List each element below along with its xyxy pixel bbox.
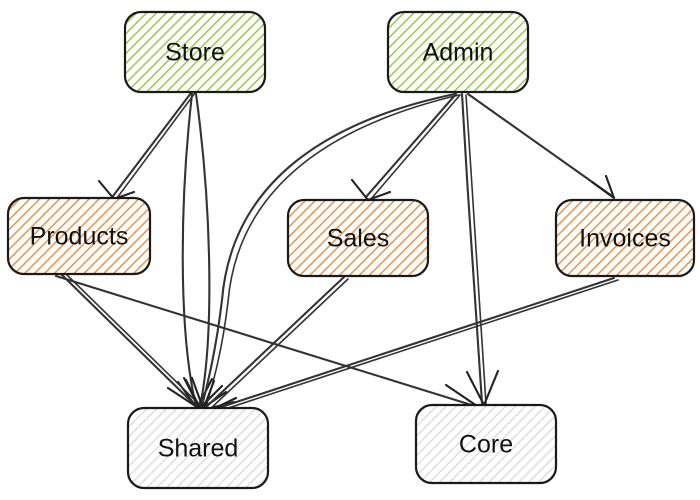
edge-admin-core [460,92,500,407]
node-core[interactable]: Core [414,403,558,485]
node-admin[interactable]: Admin [386,10,530,94]
edge-store-shared-b [184,92,224,410]
node-sales-shape[interactable] [286,198,430,278]
edge-admin-invoices [466,92,616,200]
node-products-shape[interactable] [6,196,152,276]
edge-products-shared [60,273,203,411]
node-products[interactable]: Products [6,196,152,276]
node-invoices-shape[interactable] [554,198,696,278]
node-store[interactable]: Store [123,10,267,94]
node-layer: Store Admin Products Sales Invoices Shar [6,10,696,490]
node-core-shape[interactable] [414,403,558,485]
node-store-shape[interactable] [123,10,267,94]
node-shared[interactable]: Shared [126,406,270,490]
edge-store-products [97,91,196,201]
node-admin-shape[interactable] [386,10,530,94]
node-invoices[interactable]: Invoices [554,198,696,278]
node-shared-shape[interactable] [126,406,270,490]
edge-invoices-shared [203,276,619,420]
node-sales[interactable]: Sales [286,198,430,278]
